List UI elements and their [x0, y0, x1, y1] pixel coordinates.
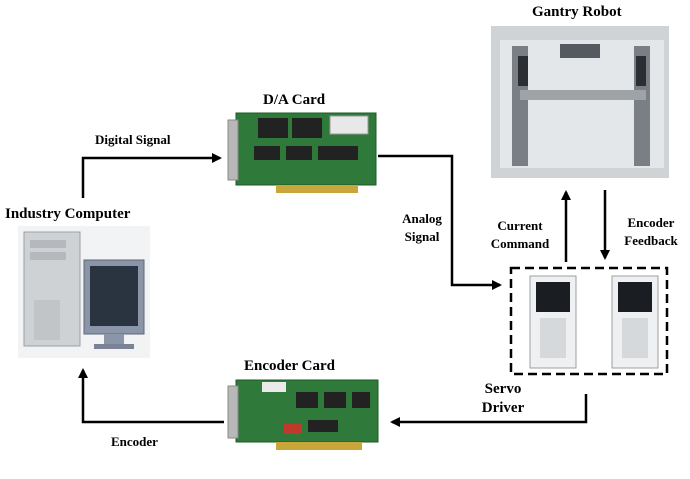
gantry-robot-title: Gantry Robot [532, 4, 622, 20]
current-command-line2: Command [490, 236, 550, 251]
servo-driver-box [509, 266, 669, 376]
encoder-feedback-line1: Encoder [627, 215, 675, 230]
servo-driver-line2: Driver [481, 400, 525, 416]
industry-computer-image [18, 226, 150, 358]
servo-to-encoder-arrow [390, 394, 588, 427]
encoder-feedback-label: Encoder Feedback [614, 214, 688, 250]
servo-driver-line1: Servo [484, 381, 522, 397]
encoder-feedback-line2: Feedback [624, 233, 678, 248]
encoder-arrow [78, 368, 224, 424]
encoder-card-image [227, 379, 379, 450]
analog-signal-line2: Signal [404, 229, 440, 244]
encoder-card-title: Encoder Card [244, 358, 335, 374]
encoder-label: Encoder [111, 434, 158, 449]
servo-drivers-image [529, 275, 659, 369]
current-command-line1: Current [497, 218, 543, 233]
digital-signal-arrow [81, 153, 222, 198]
analog-signal-arrow [378, 154, 502, 290]
gantry-robot-image [491, 26, 669, 178]
da-card-image [227, 112, 377, 193]
analog-signal-line1: Analog [402, 211, 442, 226]
da-card-title: D/A Card [263, 92, 326, 108]
servo-driver-label: Servo Driver [468, 380, 538, 418]
current-command-label: Current Command [484, 217, 556, 253]
analog-signal-label: Analog Signal [392, 210, 452, 246]
industry-computer-title: Industry Computer [5, 206, 131, 222]
digital-signal-label: Digital Signal [95, 132, 171, 147]
